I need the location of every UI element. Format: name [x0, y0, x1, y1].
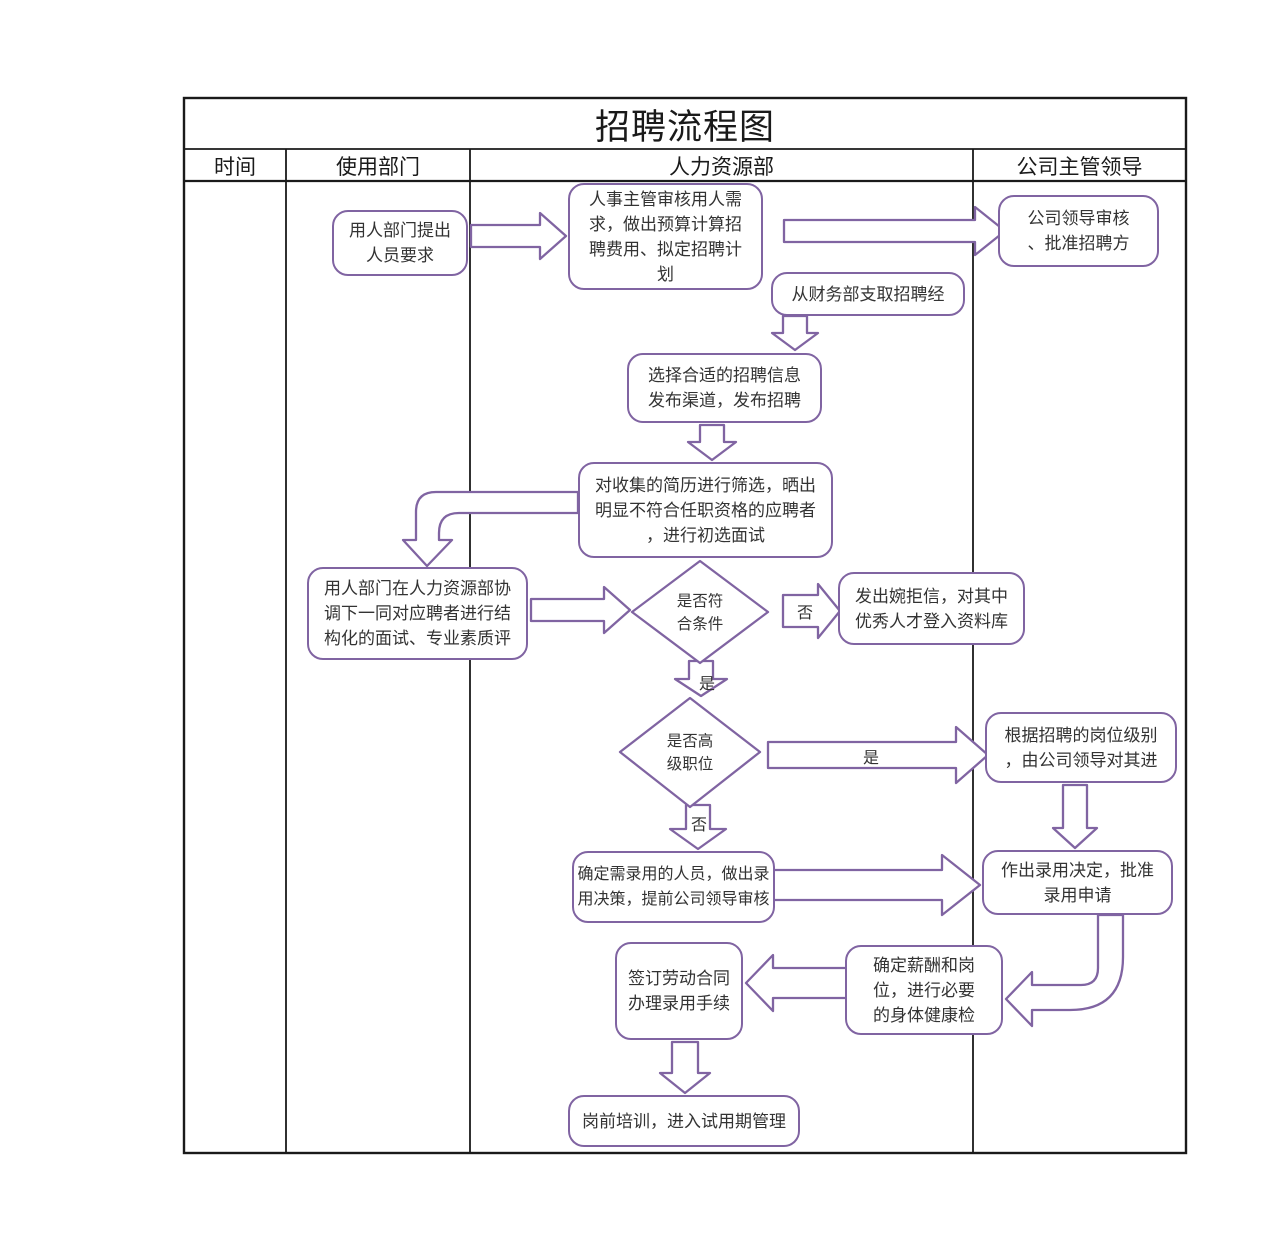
- decision-senior-position-label: 是否高 级职位: [666, 733, 714, 773]
- decision-shapes: [618, 559, 770, 809]
- decision-meet-criteria-shape: [630, 559, 770, 665]
- edge-label-yes-senior: 是: [862, 750, 880, 767]
- node-approve-hire: 作出录用决定，批准 录用申请: [982, 850, 1173, 915]
- arrow-approve-hire-to-salary-check: [1004, 913, 1125, 1028]
- node-publish: 选择合适的招聘信息 发布渠道，发布招聘: [627, 353, 822, 423]
- arrow-meet-criteria-yes-to-senior: [673, 659, 729, 698]
- node-reject-letter: 发出婉拒信，对其中 优秀人才登入资料库: [838, 572, 1025, 645]
- edge-label-yes-meet-criteria: 是: [698, 676, 716, 693]
- arrow-joint-interview-to-meet-criteria: [529, 585, 632, 635]
- node-joint-interview: 用人部门在人力资源部协 调下一同对应聘者进行结 构化的面试、专业素质评: [307, 567, 528, 660]
- node-leader-interview: 根据招聘的岗位级别 ，由公司领导对其进: [985, 712, 1177, 783]
- edge-label-no-meet-criteria: 否: [796, 605, 814, 622]
- edge-label-no-senior: 否: [690, 817, 708, 834]
- page-title: 招聘流程图: [594, 107, 775, 147]
- node-hire-decision: 确定需录用的人员，做出录 用决策，提前公司领导审核: [572, 851, 775, 923]
- decision-senior-position-shape: [618, 696, 762, 809]
- table-outer-border: [182, 96, 1188, 1155]
- arrow-request-to-hr-review: [469, 211, 568, 261]
- lane-header-using-department: 使用部门: [336, 154, 420, 179]
- node-hr-review: 人事主管审核用人需 求，做出预算计算招 聘费用、拟定招聘计 划: [568, 183, 763, 290]
- node-request: 用人部门提出 人员要求: [332, 210, 468, 276]
- node-leader-approve: 公司领导审核 、批准招聘方: [998, 195, 1159, 267]
- lane-header-company-leadership: 公司主管领导: [1016, 154, 1143, 179]
- arrow-senior-no-to-hire-decision: [668, 803, 728, 851]
- lane-header-hr-department: 人力资源部: [669, 154, 774, 179]
- node-salary-check: 确定薪酬和岗 位，进行必要 的身体健康检: [845, 945, 1003, 1035]
- arrow-sign-contract-to-probation: [658, 1040, 712, 1095]
- decision-meet-criteria-label: 是否符 合条件: [676, 593, 724, 633]
- node-sign-contract: 签订劳动合同 办理录用手续: [615, 942, 743, 1040]
- arrow-salary-check-to-sign-contract: [744, 953, 849, 1013]
- arrow-publish-to-screen: [686, 423, 738, 462]
- arrow-senior-yes-to-leader-interview: [766, 725, 990, 785]
- node-probation: 岗前培训，进入试用期管理: [568, 1095, 800, 1147]
- arrow-hr-review-to-leader-approve: [782, 205, 1007, 257]
- arrow-screen-to-joint-interview: [401, 490, 580, 568]
- arrow-hire-decision-to-approve-hire: [771, 853, 982, 917]
- flow-arrows: [401, 205, 1125, 1095]
- lane-header-time: 时间: [214, 154, 256, 179]
- node-withdraw-funds: 从财务部支取招聘经: [771, 272, 965, 316]
- arrow-meet-criteria-no-to-reject: [781, 582, 842, 640]
- node-screen-resume: 对收集的简历进行筛选，晒出 明显不符合任职资格的应聘者 ，进行初选面试: [578, 462, 833, 558]
- arrow-withdraw-to-publish: [770, 314, 820, 352]
- arrow-leader-interview-to-approve-hire: [1051, 783, 1099, 850]
